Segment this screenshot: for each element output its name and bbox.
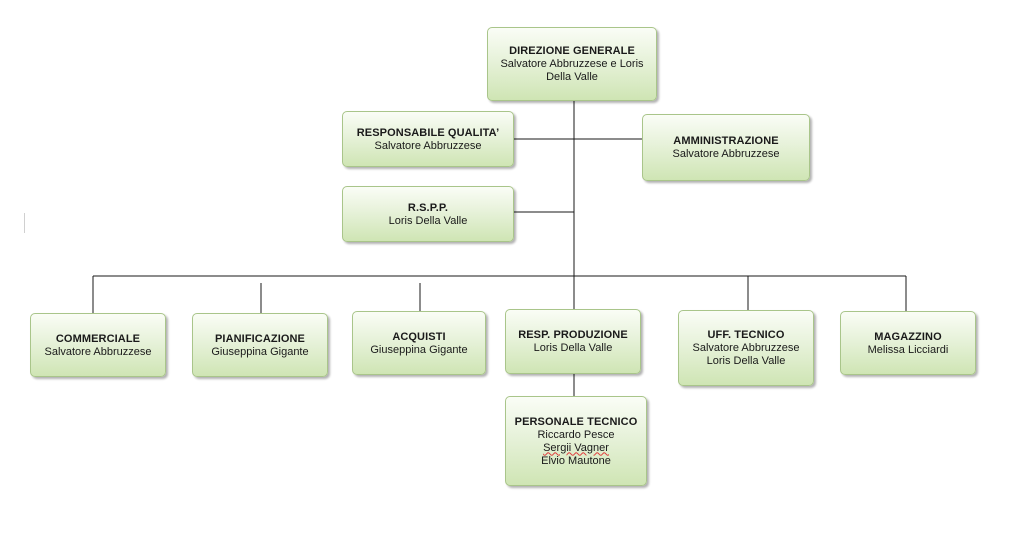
node-acquisti: ACQUISTI Giuseppina Gigante [352,311,486,375]
node-person: Loris Della Valle [533,342,613,354]
node-person: Sergii Vagner [543,441,609,454]
node-pianificazione: PIANIFICAZIONE Giuseppina Gigante [192,313,328,377]
node-title: R.S.P.P. [407,201,449,214]
node-person: Salvatore Abbruzzese [672,148,780,160]
node-title: PIANIFICAZIONE [214,332,305,345]
node-uff-tecnico: UFF. TECNICO Salvatore Abbruzzese Loris … [678,310,814,386]
node-person: Salvatore Abbruzzese [44,345,152,358]
node-person: Della Valle [546,71,598,83]
node-amministrazione: AMMINISTRAZIONE Salvatore Abbruzzese [642,114,810,181]
node-person: Loris Della Valle [388,214,468,227]
node-title: RESPONSABILE QUALITA’ [356,126,500,139]
node-person: Giuseppina Gigante [211,345,309,358]
node-person: Giuseppina Gigante [370,343,468,356]
node-person: Loris Della Valle [706,355,786,367]
node-magazzino: MAGAZZINO Melissa Licciardi [840,311,976,375]
node-direzione-generale: DIREZIONE GENERALE Salvatore Abbruzzese … [487,27,657,101]
node-title: RESP. PRODUZIONE [518,329,628,341]
node-rspp: R.S.P.P. Loris Della Valle [342,186,514,242]
node-person: Salvatore Abbruzzese [374,139,482,152]
node-person: Riccardo Pesce [537,428,615,441]
node-person: Salvatore Abbruzzese [692,342,800,354]
node-person: Salvatore Abbruzzese e Loris [500,58,644,70]
node-title: DIREZIONE GENERALE [509,45,635,57]
node-title: AMMINISTRAZIONE [673,135,779,147]
node-title: ACQUISTI [392,330,446,343]
node-title: COMMERCIALE [55,332,141,345]
node-personale-tecnico: PERSONALE TECNICO Riccardo Pesce Sergii … [505,396,647,486]
node-title: PERSONALE TECNICO [514,415,638,428]
page-edge-mark [24,213,25,233]
node-person: Melissa Licciardi [867,343,949,356]
node-title: MAGAZZINO [874,330,942,343]
node-resp-produzione: RESP. PRODUZIONE Loris Della Valle [505,309,641,374]
node-person: Elvio Mautone [541,454,611,467]
node-title: UFF. TECNICO [707,329,785,341]
node-commerciale: COMMERCIALE Salvatore Abbruzzese [30,313,166,377]
node-responsabile-qualita: RESPONSABILE QUALITA’ Salvatore Abbruzze… [342,111,514,167]
